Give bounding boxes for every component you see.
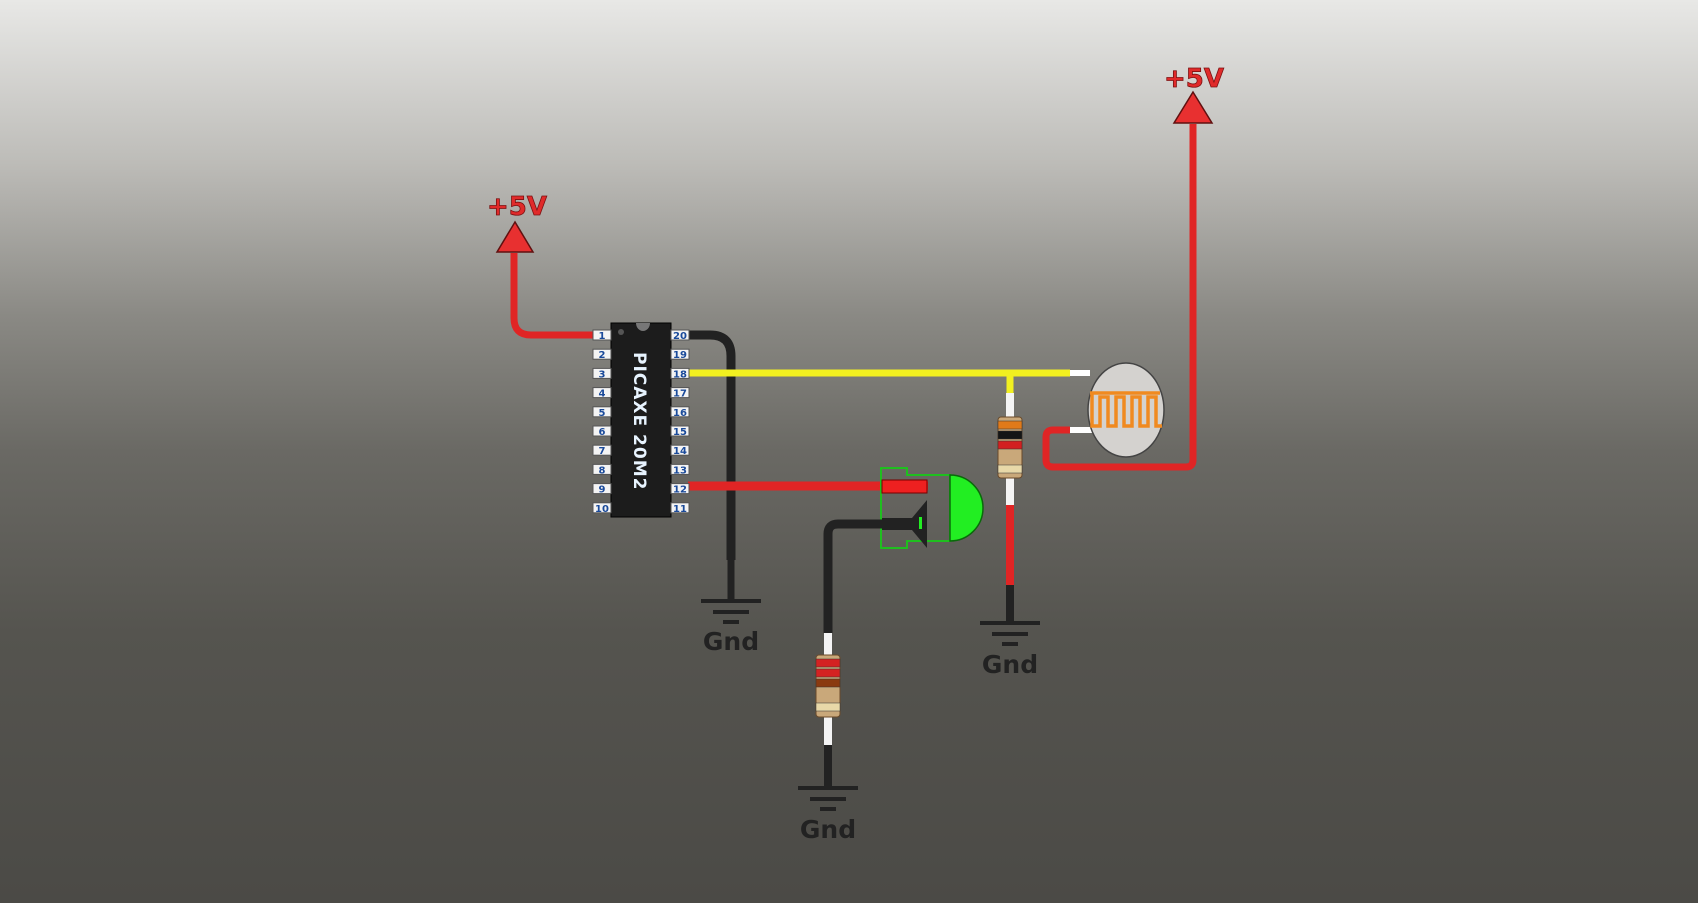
- chip-pin: [592, 329, 612, 341]
- pin-number: 6: [599, 427, 606, 438]
- led-cathode-wire: [823, 519, 882, 633]
- chip-pin: [592, 483, 612, 495]
- chip-pin: [592, 444, 612, 456]
- chip-pin: [592, 387, 612, 399]
- led-cathode-mark: [919, 517, 922, 529]
- ldr-track-icon: [1090, 391, 1162, 428]
- power-arrow-icon: [495, 220, 535, 253]
- chip-pin: [670, 367, 690, 379]
- pin-number: 14: [673, 446, 687, 457]
- resistor-band: [997, 420, 1023, 430]
- chip-pin: [670, 406, 690, 418]
- resistor-band: [997, 430, 1023, 440]
- pin1-dot: [618, 329, 624, 335]
- power-wire-left: [510, 253, 593, 339]
- pin-number: 7: [599, 446, 606, 457]
- chip-pin: [670, 483, 690, 495]
- led: [880, 467, 984, 549]
- ground-label-ldr: Gnd: [982, 650, 1038, 679]
- pin-number: 18: [673, 369, 687, 380]
- pin-number: 11: [673, 504, 687, 515]
- chip-pin: [670, 387, 690, 399]
- resistor-band: [815, 702, 841, 712]
- chip-pin: [592, 348, 612, 360]
- chip-label: PICAXE 20M2: [629, 352, 649, 490]
- pin-number: 4: [599, 389, 606, 400]
- pin-number: 15: [673, 427, 687, 438]
- ground-symbol-chip: Gnd: [701, 560, 761, 656]
- pin-number: 17: [673, 389, 687, 400]
- chip-pin: [670, 348, 690, 360]
- led-cathode: [882, 500, 927, 548]
- power-symbol-right: +5V: [1042, 64, 1224, 471]
- chip-pin: [670, 425, 690, 437]
- pin-number: 1: [599, 331, 606, 342]
- pin-number: 16: [673, 408, 687, 419]
- power-symbol-left: +5V: [487, 192, 593, 339]
- power-arrow-icon: [1172, 90, 1214, 124]
- chip-pin: [592, 502, 612, 514]
- chip-body: [610, 322, 672, 518]
- chip-pin: [670, 444, 690, 456]
- chip-pin: [592, 367, 612, 379]
- chip-pin: [670, 329, 690, 341]
- power-label-right: +5V: [1164, 64, 1224, 94]
- pin-number: 10: [595, 504, 609, 515]
- pin-number: 3: [599, 369, 606, 380]
- resistor-band: [997, 440, 1023, 450]
- chip-pin: [670, 502, 690, 514]
- chip-notch: [636, 323, 650, 331]
- ground-label-chip: Gnd: [703, 627, 759, 656]
- resistor-band: [997, 464, 1023, 474]
- resistor-led: [815, 633, 841, 788]
- ldr-body: [1087, 362, 1165, 458]
- chip-pin: [592, 406, 612, 418]
- resistor-band: [815, 668, 841, 678]
- pin-number: 12: [673, 485, 687, 496]
- power-label-left: +5V: [487, 192, 547, 222]
- led-anode-lead: [881, 479, 928, 494]
- resistor-ldr: [997, 393, 1023, 623]
- chip-pin: [592, 463, 612, 475]
- pin-number: 2: [599, 350, 606, 361]
- power-wire-right: [1042, 124, 1197, 471]
- pin-number: 8: [599, 465, 606, 476]
- ldr: [1070, 362, 1165, 458]
- pin-number: 20: [673, 331, 687, 342]
- ground-symbol-led: Gnd: [798, 786, 858, 844]
- chip-pin: [592, 425, 612, 437]
- pin-number: 9: [599, 485, 606, 496]
- ground-label-led: Gnd: [800, 815, 856, 844]
- ground-symbol-ldr: Gnd: [980, 621, 1040, 679]
- pin-number: 5: [599, 408, 606, 419]
- resistor-band: [815, 658, 841, 668]
- chip-pin: [670, 463, 690, 475]
- pin-number: 13: [673, 465, 687, 476]
- resistor-band: [815, 678, 841, 688]
- pin-number: 19: [673, 350, 687, 361]
- ground-wire-chip: [688, 330, 736, 560]
- led-dome: [949, 474, 984, 542]
